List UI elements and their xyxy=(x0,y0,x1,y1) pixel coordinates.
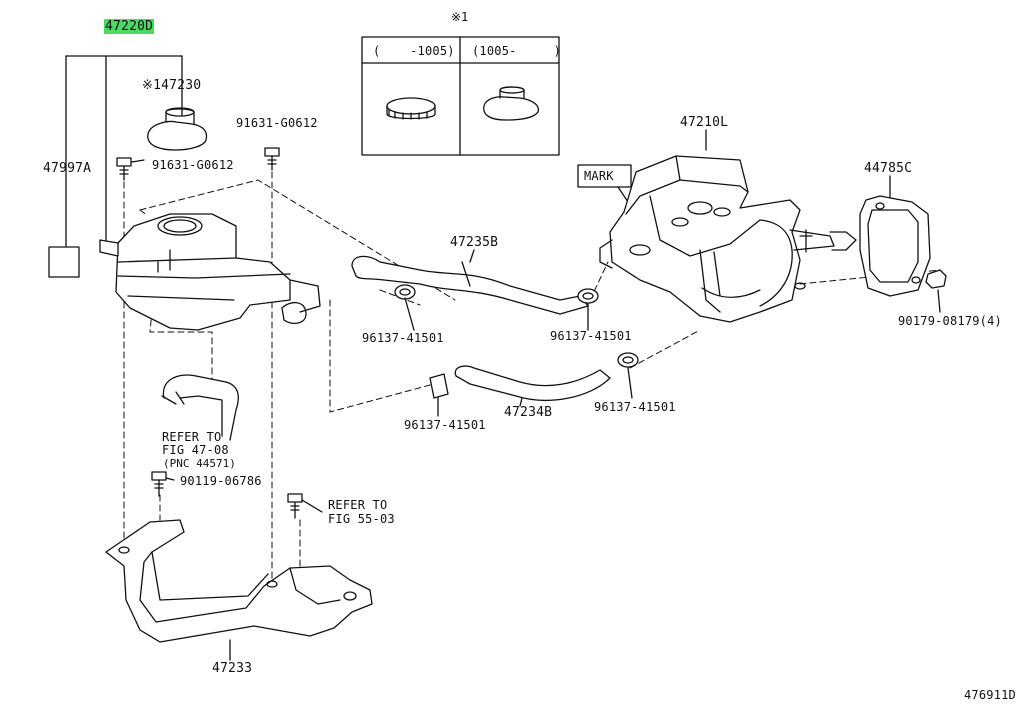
part-label-reservoir-assy[interactable]: 47220D xyxy=(104,19,155,34)
assy-leader-lines xyxy=(65,55,183,247)
reservoir-tank xyxy=(99,213,321,331)
refer-note-1-line2[interactable]: FIG 47-08 xyxy=(162,443,229,457)
highlighted-part-number: 47220D xyxy=(104,19,155,34)
part-label-clamp-3[interactable]: 96137-41501 xyxy=(594,400,676,414)
clamp-lower-left xyxy=(429,373,449,399)
part-label-bracket[interactable]: 47233 xyxy=(212,661,253,676)
clamp-upper-left xyxy=(394,284,416,300)
small-hose xyxy=(161,374,239,441)
inset-col-right: (1005- ) xyxy=(472,44,562,58)
part-label-nut[interactable]: 90179-08179(4) xyxy=(898,314,1002,328)
clamp-upper-right xyxy=(577,288,599,304)
mark-text: MARK xyxy=(584,169,614,183)
bolt-left xyxy=(116,157,132,181)
cap-note-mark: ※1 xyxy=(142,78,162,93)
refer-note-2-line1: REFER TO xyxy=(328,498,388,512)
part-label-reservoir-cap[interactable]: ※147230 xyxy=(142,79,201,93)
part-label-bolt-bracket[interactable]: 90119-06786 xyxy=(180,474,262,488)
cap-variant-inset xyxy=(361,36,560,156)
part-label-bolt-right[interactable]: 91631-G0612 xyxy=(236,116,318,130)
part-label-label-sheet[interactable]: 47997A xyxy=(43,161,92,176)
part-label-clamp-4[interactable]: 96137-41501 xyxy=(404,418,486,432)
cap-part-number: 47230 xyxy=(161,78,202,93)
bolt-bracket-left xyxy=(151,471,167,497)
part-label-hose-lower[interactable]: 47234B xyxy=(504,405,553,420)
part-label-gasket[interactable]: 44785C xyxy=(864,161,913,176)
hose-upper xyxy=(351,255,589,315)
part-label-hose-upper[interactable]: 47235B xyxy=(450,235,499,250)
bracket xyxy=(105,519,373,643)
inset-note-mark: ※1 xyxy=(451,10,469,24)
inset-col-left: ( -1005) xyxy=(373,44,455,58)
refer-note-1-line3: (PNC 44571) xyxy=(163,457,236,470)
part-label-clamp-1[interactable]: 96137-41501 xyxy=(362,331,444,345)
part-label-clamp-2[interactable]: 96137-41501 xyxy=(550,329,632,343)
figure-id: 476911D xyxy=(964,688,1016,702)
hose-lower xyxy=(454,365,611,401)
clamp-lower-right xyxy=(617,352,639,368)
bolt-right xyxy=(264,147,280,171)
nut xyxy=(925,269,947,289)
gasket xyxy=(859,195,931,297)
reservoir-cap xyxy=(147,107,208,151)
refer-note-2-line2[interactable]: FIG 55-03 xyxy=(328,512,395,526)
bolt-bracket-right xyxy=(287,493,303,519)
part-label-bolt-left[interactable]: 91631-G0612 xyxy=(152,158,234,172)
part-label-brake-booster[interactable]: 47210L xyxy=(680,115,729,130)
brake-booster xyxy=(599,155,857,323)
label-sheet xyxy=(48,246,80,278)
refer-note-1-line1: REFER TO xyxy=(162,430,222,444)
